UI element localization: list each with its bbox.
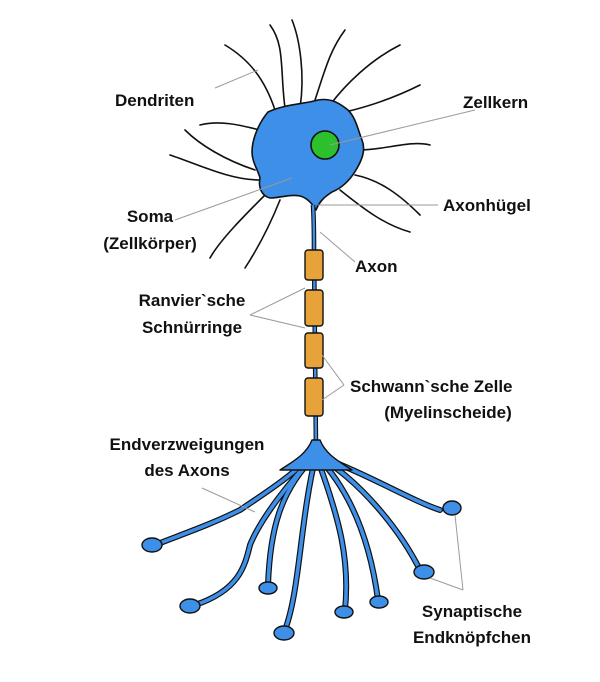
nucleus	[310, 130, 340, 160]
labels: Dendriten Zellkern Soma (Zellkörper) Axo…	[103, 91, 531, 647]
label-endknoepfchen: Endknöpfchen	[413, 628, 531, 647]
myelin-segment	[304, 377, 324, 417]
label-des-axons: des Axons	[144, 461, 229, 480]
soma	[251, 98, 365, 211]
axon-terminals	[141, 439, 462, 641]
leader-lines	[174, 69, 476, 591]
label-soma: Soma	[127, 207, 174, 226]
synaptic-knob	[141, 537, 163, 553]
label-myelinscheide: (Myelinscheide)	[384, 403, 512, 422]
label-synaptische: Synaptische	[422, 602, 522, 621]
label-endverzweigungen: Endverzweigungen	[110, 435, 265, 454]
label-dendriten: Dendriten	[115, 91, 194, 110]
synaptic-knob	[413, 564, 435, 580]
label-zellkern: Zellkern	[463, 93, 528, 112]
synaptic-knob	[442, 500, 462, 516]
myelin-segment	[304, 289, 324, 327]
synaptic-knob	[179, 598, 201, 614]
dendrites	[169, 19, 431, 269]
synaptic-knob	[273, 625, 295, 641]
synaptic-knob	[369, 595, 389, 609]
myelin-segment	[304, 249, 324, 281]
synaptic-knob	[258, 581, 278, 595]
myelin-sheaths	[304, 249, 324, 417]
synaptic-knob	[334, 605, 354, 619]
label-schwann: Schwann`sche Zelle	[350, 377, 513, 396]
terminal-hub	[279, 439, 353, 471]
label-axonhuegel: Axonhügel	[443, 196, 531, 215]
label-axon: Axon	[355, 257, 398, 276]
myelin-segment	[304, 332, 324, 369]
synaptic-knobs	[141, 500, 462, 641]
label-ranvier: Ranvier`sche	[139, 291, 246, 310]
label-zellkoerper: (Zellkörper)	[103, 234, 197, 253]
label-schnuerringe: Schnürringe	[142, 318, 242, 337]
